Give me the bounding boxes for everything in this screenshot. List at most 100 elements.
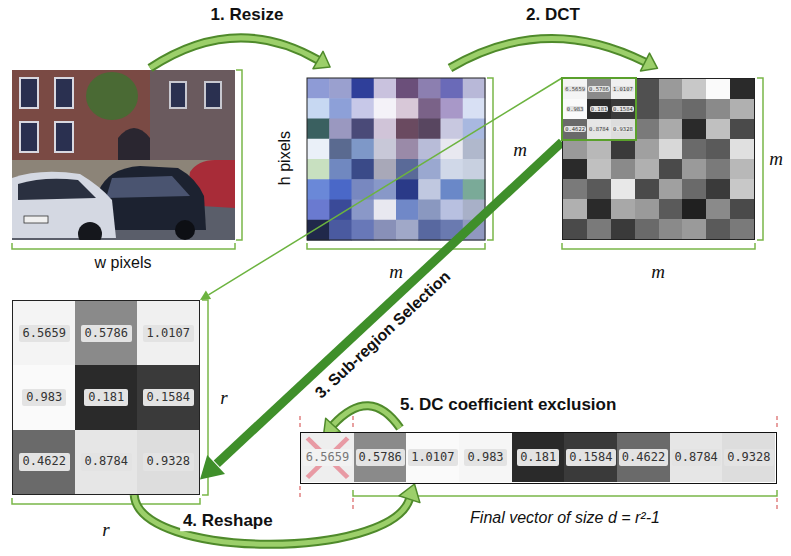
matrix-cell: 0.181 [587,99,611,119]
connector-label: 4. Reshape [180,511,276,531]
pixel-cell [374,98,397,119]
matrix-cell [659,199,683,219]
matrix-cell [587,139,611,159]
pixel-cell [396,139,419,160]
matrix-cell: 0.181 [75,365,137,430]
ivy [86,72,138,120]
pixel-cell [396,200,419,221]
matrix-cell [682,139,706,159]
bracket [12,243,235,249]
matrix-cell [682,219,706,239]
matrix-cell: 0.1584 [564,433,617,482]
matrix-cell [706,99,730,119]
matrix-cell [635,219,659,239]
matrix-cell: 0.1584 [611,99,635,119]
bracket [757,78,763,240]
connector-outline [134,495,409,544]
pixel-cell [418,220,441,241]
dct-arrow [450,38,658,70]
bracket [12,498,200,504]
pixel-cell [396,98,419,119]
matrix-cell [611,179,635,199]
matrix-cell [635,199,659,219]
coefficient-value: 0.5786 [81,325,132,342]
pixel-cell [441,98,464,119]
connector-line [217,142,562,464]
pixel-cell [352,179,375,200]
matrix-cell [587,179,611,199]
dct-matrix: 6.56590.57861.01070.9830.1810.15840.4622… [562,78,755,240]
pixel-cell [418,200,441,221]
pixel-cell [418,119,441,140]
matrix-cell [730,79,754,99]
matrix-cell: 6.5659 [301,433,354,482]
matrix-cell: 1.0107 [406,433,459,482]
dimension-label: r [102,519,109,541]
pixel-cell [374,220,397,241]
matrix-cell [563,159,587,179]
matrix-cell [563,139,587,159]
matrix-cell [730,139,754,159]
vector-markers [300,416,777,510]
pixel-cell [329,78,352,99]
matrix-cell [587,219,611,239]
matrix-cell [706,199,730,219]
matrix-cell [635,99,659,119]
matrix-cell: 0.983 [459,433,512,482]
matrix-cell: 0.9328 [722,433,775,482]
matrix-cell [611,199,635,219]
matrix-cell [635,179,659,199]
arrow-body [150,38,318,68]
matrix-cell [706,79,730,99]
pixel-cell [396,159,419,180]
pixel-cell [374,78,397,99]
matrix-cell: 0.8784 [587,119,611,139]
matrix-cell [659,119,683,139]
pixel-cell [441,159,464,180]
dashed-marker [352,416,354,430]
window [205,82,221,108]
matrix-cell [659,99,683,119]
bracket [562,243,755,249]
matrix-cell [706,179,730,199]
bracket [236,70,242,240]
coefficient-value: 0.1584 [566,449,615,466]
exclusion-arrow [324,406,401,436]
brackets [12,70,777,504]
dimension-label: m [769,148,783,170]
pixel-cell [307,159,330,180]
pixel-cell [352,119,375,140]
matrix-cell: 0.181 [512,433,565,482]
pixel-cell [329,139,352,160]
pixel-cell [441,200,464,221]
matrix-cell [682,79,706,99]
window [55,78,73,108]
coefficient-value: 0.1584 [612,106,634,112]
matrix-cell [730,199,754,219]
pixel-cell [396,179,419,200]
matrix-cell: 6.5659 [563,79,587,99]
window [55,122,73,152]
pixel-cell [307,139,330,160]
pixel-cell [463,159,486,180]
matrix-cell [682,199,706,219]
matrix-cell [682,179,706,199]
coefficient-value: 0.983 [464,449,506,466]
pixel-cell [329,179,352,200]
step-label: 2. DCT [526,5,580,25]
window [170,82,186,108]
matrix-cell [563,219,587,239]
pixel-cell [352,139,375,160]
coefficient-value: 1.0107 [143,325,194,342]
dimension-label: m [389,261,403,283]
matrix-cell: 0.5786 [587,79,611,99]
arrow-outline [450,38,645,68]
coefficient-value: 0.9328 [724,449,773,466]
pixel-cell [352,200,375,221]
pixel-cell [329,119,352,140]
matrix-cell [682,99,706,119]
pixel-cell [441,139,464,160]
matrix-cell [563,199,587,219]
coefficient-value: 6.5659 [19,325,70,342]
